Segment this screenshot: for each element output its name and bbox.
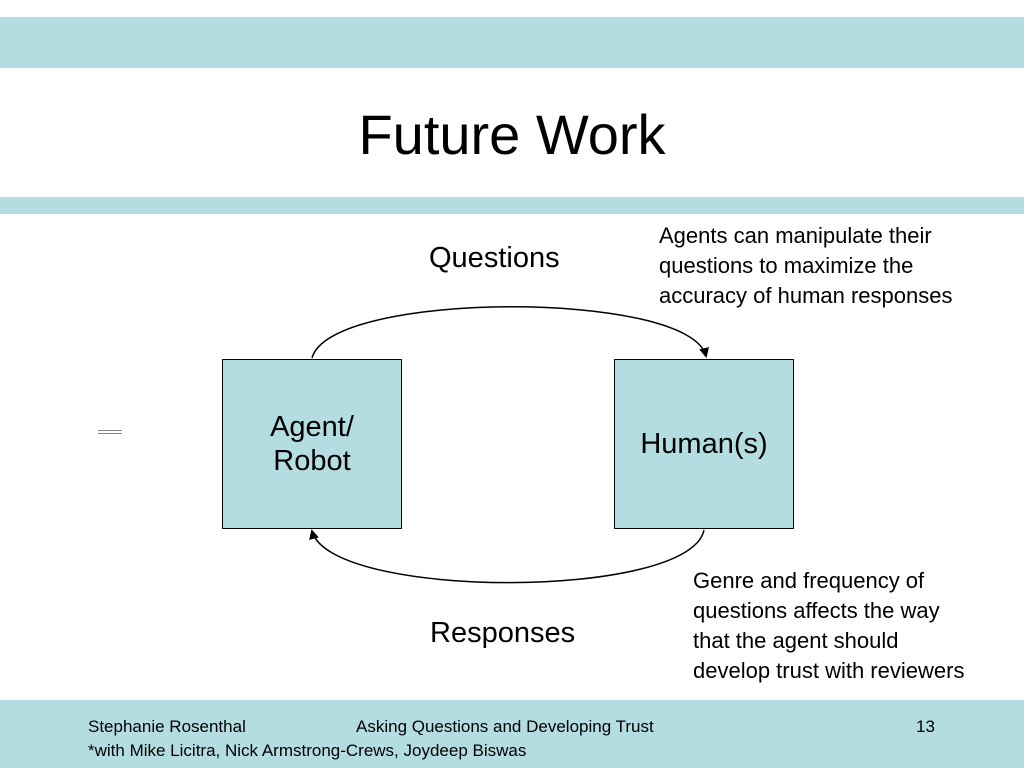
questions-arrow [311,306,709,359]
footer-band [0,700,1024,768]
responses-arrow [309,529,705,584]
agent-robot-node: Agent/ Robot [222,359,402,529]
title-underline-band [0,197,1024,214]
responses-label: Responses [430,617,576,649]
footer-talk-title: Asking Questions and Developing Trust [356,717,654,736]
slide-title: Future Work [358,103,666,166]
top-annotation: Agents can manipulate their questions to… [659,223,953,308]
humans-node: Human(s) [614,359,794,529]
agent-robot-label: Agent/ Robot [270,411,354,477]
bottom-annotation: Genre and frequency of questions affects… [693,568,965,683]
footer-page-number: 13 [916,717,935,736]
humans-label: Human(s) [640,428,768,460]
tiny-placeholder-mark [98,430,122,437]
footer-collaborators: *with Mike Licitra, Nick Armstrong-Crews… [88,741,527,760]
footer-author: Stephanie Rosenthal [88,717,246,736]
top-band [0,17,1024,68]
questions-label: Questions [429,242,560,274]
